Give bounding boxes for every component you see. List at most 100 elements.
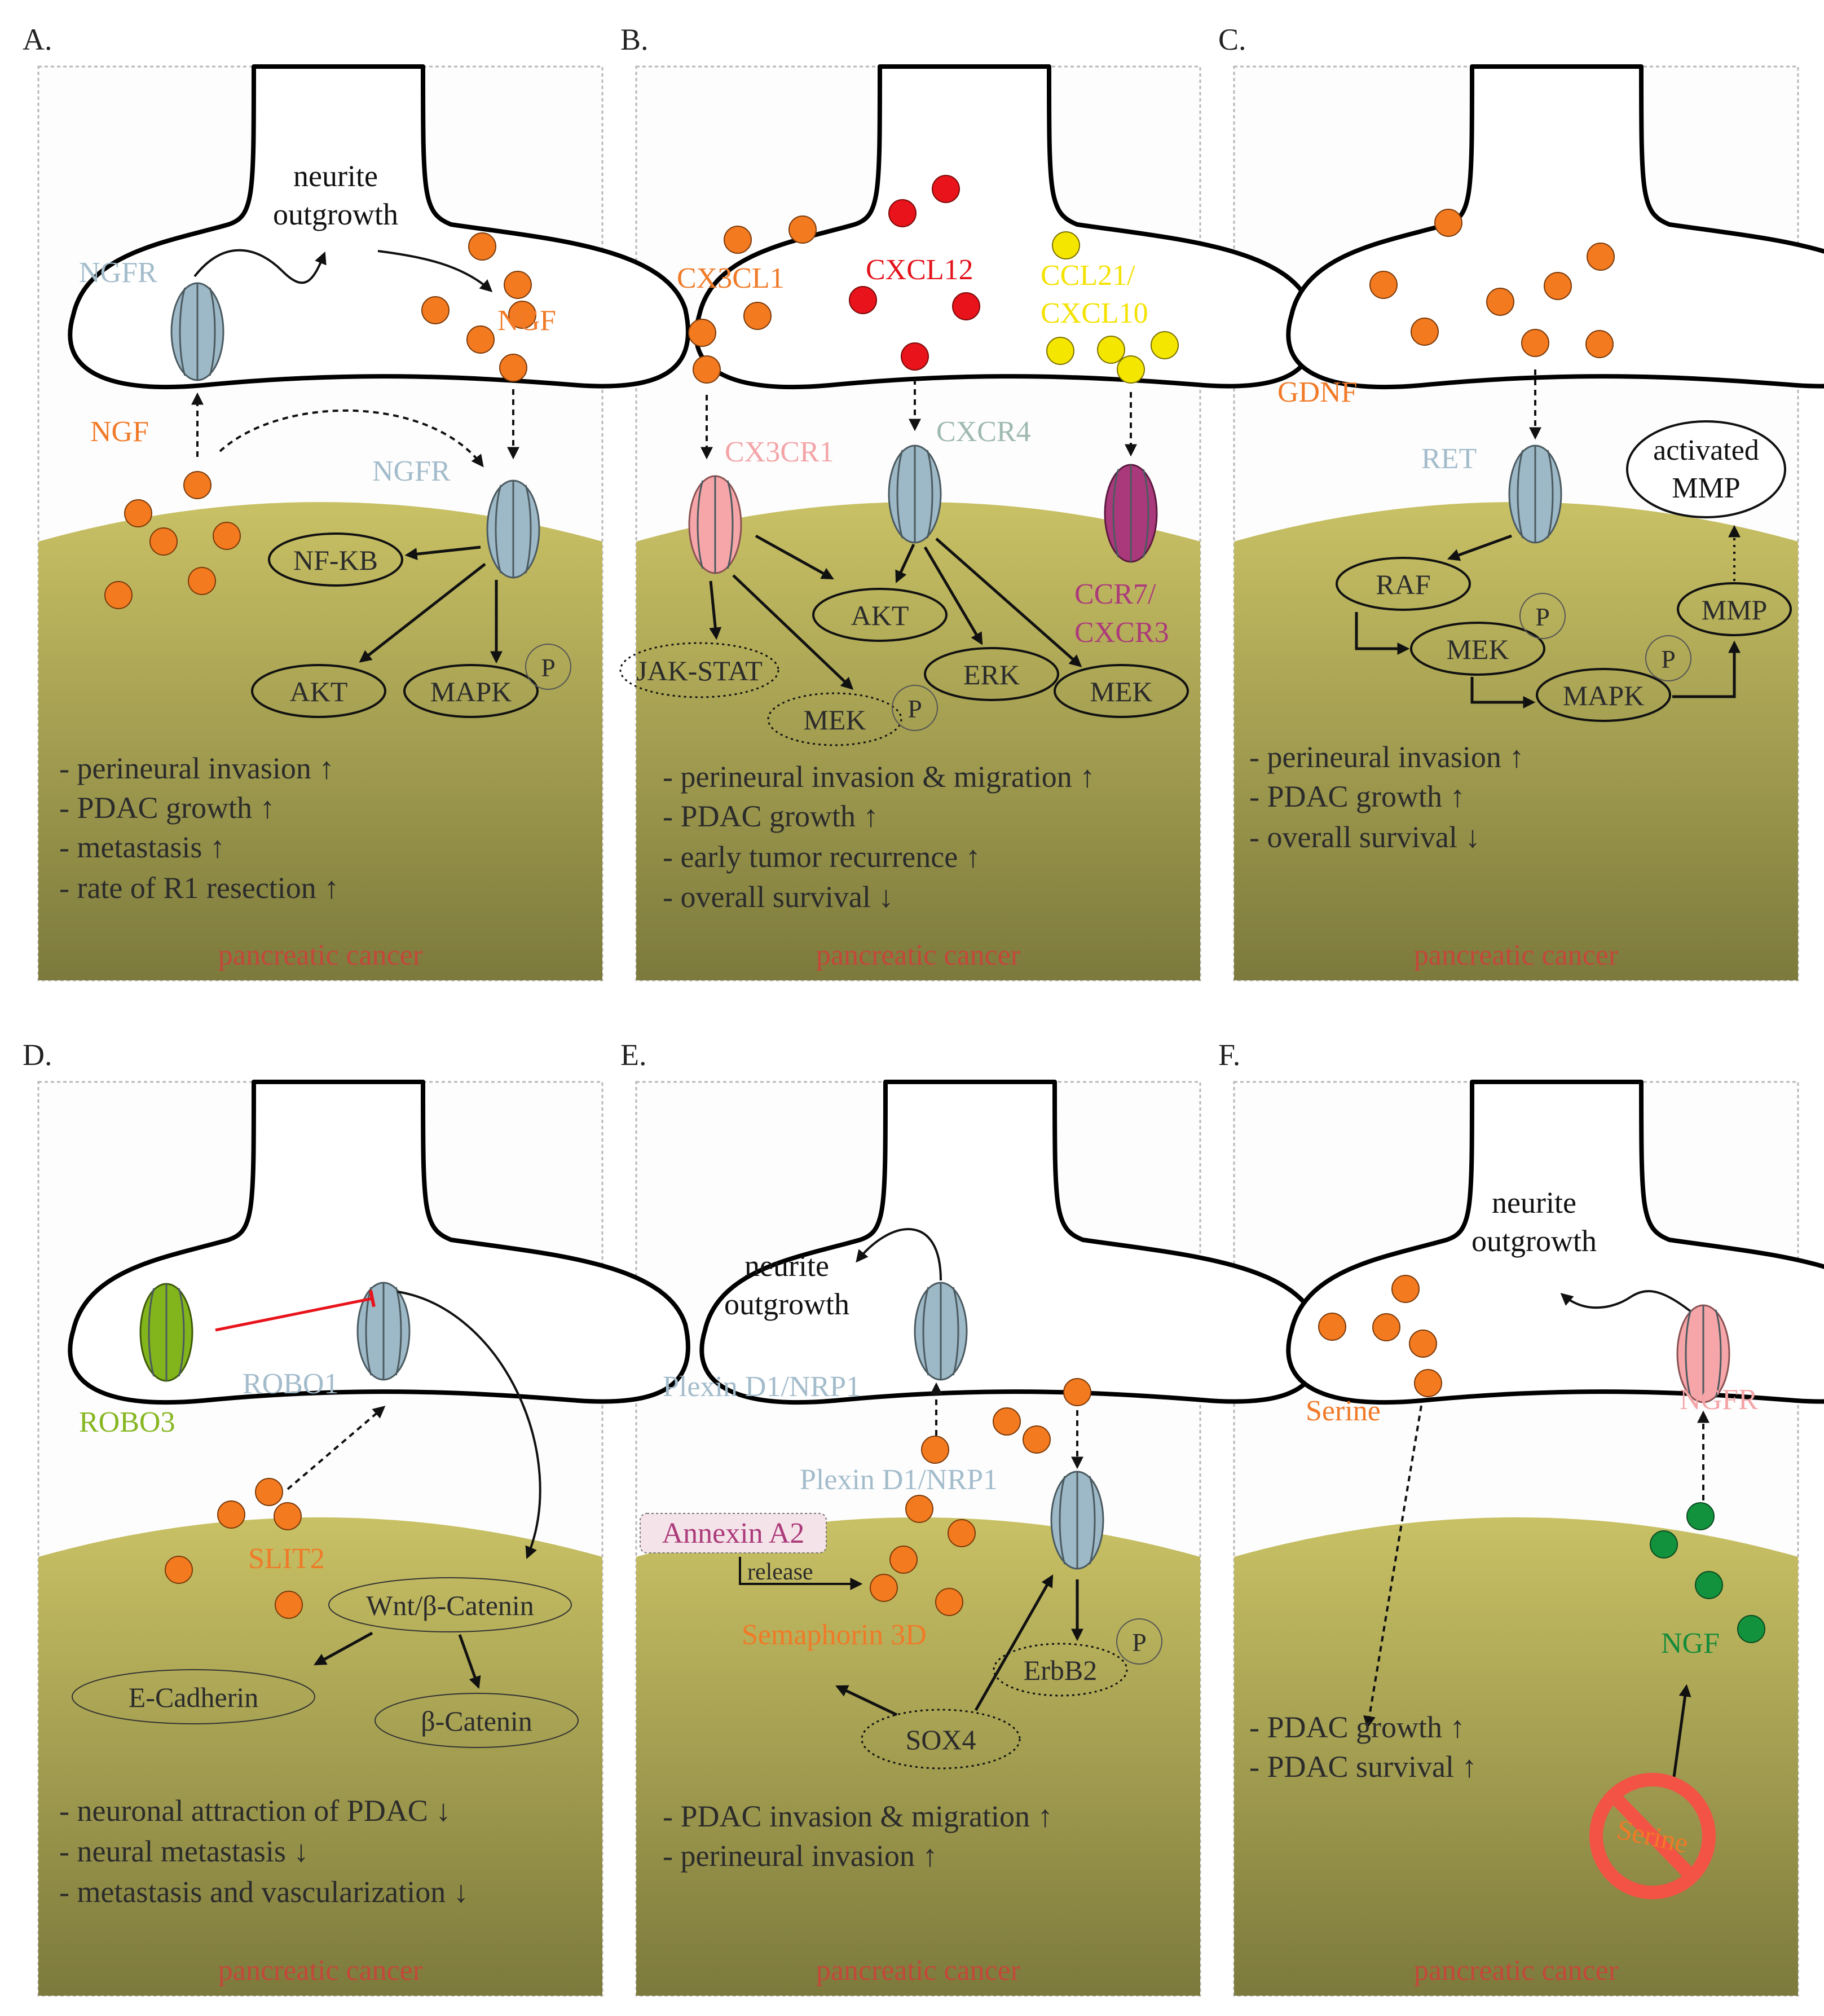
panel-d-robo1: ROBO1 [243,1368,338,1400]
panel-a-effect-1: - perineural invasion ↑ [59,751,334,785]
panel-a-akt: AKT [290,676,348,707]
panel-d-bcat: β-Catenin [421,1705,532,1737]
panel-f-neurite-2: outgrowth [1471,1224,1597,1258]
panel-e-plexin-cell: Plexin D1/NRP1 [800,1464,998,1496]
panel-b-letter: B. [620,23,649,56]
panel-c-p1: P [1535,602,1550,631]
panel-a-ngf-nerve: NGF [497,305,556,337]
panel-b-erk: ERK [963,659,1020,690]
panel-d-ecad: E-Cadherin [129,1682,258,1713]
panel-f: F. neurite outgrowth NGFR Serine NGF Ser… [1218,1038,1765,1987]
panel-b-cx3cl1: CX3CL1 [677,262,785,294]
panel-a-ngfr-nerve: NGFR [79,257,157,289]
panel-a-effect-4: - rate of R1 resection ↑ [59,871,339,905]
panel-c-mapk: MAPK [1563,680,1644,711]
panel-b-orange-dots [688,215,817,384]
panel-d-slit2: SLIT2 [248,1543,325,1575]
panel-f-effect-2: - PDAC survival ↑ [1249,1750,1477,1784]
panel-e-erbb2: ErbB2 [1024,1654,1098,1686]
panel-c-mek: MEK [1446,633,1509,665]
panel-b-ccr7-1: CCR7/ [1074,578,1156,610]
panel-c-mmp: MMP [1702,594,1768,626]
panel-d-slit2-dots [165,1478,303,1619]
panel-e-sema-dots [870,1378,1091,1616]
panel-c-gdnf: GDNF [1277,376,1358,408]
panel-a-ngf-left: NGF [90,416,149,448]
panel-a-mapk: MAPK [430,676,512,707]
panel-e-effect-2: - perineural invasion ↑ [663,1839,937,1873]
panel-e-sox4: SOX4 [905,1724,976,1755]
panel-c-effect-3: - overall survival ↓ [1249,820,1480,854]
panel-b-akt: AKT [851,600,909,631]
panel-b-ccr7-2: CXCR3 [1074,617,1169,649]
panel-d-effect-1: - neuronal attraction of PDAC ↓ [59,1794,451,1828]
panel-d-letter: D. [23,1038,52,1072]
panel-c-cancer: pancreatic cancer [1414,939,1618,971]
panel-b-cx3cr1: CX3CR1 [725,436,834,468]
panel-a-nfkb: NF-KB [293,544,378,576]
panel-b-ccl21-1: CCL21/ [1041,259,1135,292]
panel-d-cancer: pancreatic cancer [218,1955,422,1987]
panel-f-ngf: NGF [1661,1627,1720,1660]
panel-c-letter: C. [1218,23,1246,56]
panel-e: E. neurite outgrowth Plexin D1/NRP1 Plex… [620,1038,1162,1987]
panel-b-cxcr4: CXCR4 [936,416,1031,448]
panel-d: D. ROBO3 ROBO1 SLIT2 Wnt/β-Catenin E-Cad… [23,1038,579,1987]
panel-b-effect-2: - PDAC growth ↑ [663,799,879,833]
panel-a: A. neurite outgrowth NGFR NGF NGF NGFR N… [23,23,571,971]
panel-c-raf: RAF [1376,569,1430,600]
panel-a-effect-2: - PDAC growth ↑ [59,791,275,825]
panel-c-ret: RET [1421,443,1477,475]
panel-f-effect-1: - PDAC growth ↑ [1249,1710,1465,1744]
panel-b-effect-1: - perineural invasion & migration ↑ [663,760,1095,794]
panel-f-serine-dots [1318,1275,1442,1397]
panel-b-cxcl12: CXCL12 [866,254,973,286]
panel-d-wnt: Wnt/β-Catenin [366,1590,534,1621]
panel-b-red-dots [849,175,980,371]
panel-f-serine: Serine [1306,1395,1381,1427]
panel-c: C. GDNF RET activated MMP RAF MEK P MAPK… [1218,23,1792,971]
panel-b-cancer: pancreatic cancer [816,939,1020,971]
panel-c-effect-1: - perineural invasion ↑ [1249,740,1524,774]
panel-e-annexin: Annexin A2 [662,1517,805,1550]
panel-c-activated-mmp: MMP [1672,472,1740,504]
panel-f-ngf-dots [1650,1502,1765,1643]
panel-e-cancer: pancreatic cancer [816,1955,1020,1987]
panel-f-letter: F. [1218,1038,1240,1072]
panel-e-effect-1: - PDAC invasion & migration ↑ [663,1799,1052,1833]
panel-a-neurite-1: neurite [293,159,378,193]
panel-b-effect-3: - early tumor recurrence ↑ [663,840,981,874]
panel-c-activated: activated [1653,434,1759,466]
panel-a-ngf-nerve-dots [421,232,536,382]
panel-e-neurite-2: outgrowth [724,1287,849,1321]
panel-a-effect-3: - metastasis ↑ [59,830,225,864]
panel-d-effect-2: - neural metastasis ↓ [59,1834,309,1868]
panel-f-ngfr: NGFR [1680,1384,1758,1416]
panel-b-jakstat: JAK-STAT [636,655,763,686]
panel-d-robo3: ROBO3 [79,1406,175,1438]
panel-a-p: P [541,653,556,682]
panel-c-effect-2: - PDAC growth ↑ [1249,780,1465,813]
panel-e-sema: Semaphorin 3D [742,1619,927,1651]
panel-a-ngf-cell-dots [104,471,241,609]
panel-e-plexin-nerve: Plexin D1/NRP1 [663,1371,861,1403]
panel-b: B. CX3CL1 CXCL12 CCL21/ CXCL10 CX3CR1 CX… [619,23,1189,971]
panel-b-mek1: MEK [803,704,866,736]
panel-e-letter: E. [620,1038,647,1072]
panel-c-gdnf-dots [1369,209,1615,358]
panel-b-yellow-dots [1046,231,1179,384]
panel-a-cancer: pancreatic cancer [218,939,422,971]
panel-b-p: P [907,694,922,723]
cancer-regions [38,502,1798,1996]
panel-e-release: release [747,1559,813,1585]
panel-a-neurite-2: outgrowth [273,197,398,231]
panel-c-p2: P [1661,645,1676,674]
panel-a-letter: A. [23,23,52,56]
panel-d-effect-3: - metastasis and vascularization ↓ [59,1875,469,1909]
panel-f-cancer: pancreatic cancer [1414,1955,1618,1987]
panel-e-p: P [1132,1628,1147,1657]
panel-b-effect-4: - overall survival ↓ [663,880,893,914]
panel-a-ngfr-cell: NGFR [372,455,451,487]
panel-b-mek2: MEK [1090,676,1152,707]
